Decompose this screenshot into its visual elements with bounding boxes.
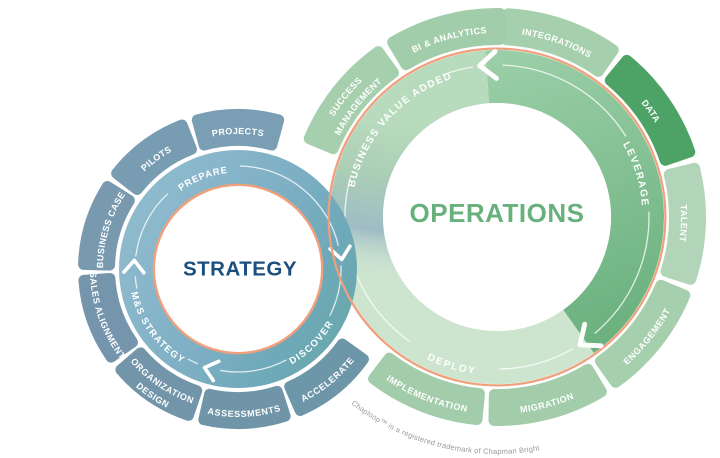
strategy-segment-business-case [78,181,135,271]
ring-accent-line [502,64,627,137]
ring-accent-line [187,358,199,365]
ring-accent-line [594,211,650,334]
operations-segment-integrations [501,8,619,77]
ring-accent-line [135,193,169,257]
operations-loop: BUSINESS VALUE ADDEDLEVERAGEDEPLOYINTEGR… [303,8,706,426]
ring-accent-line [239,165,339,246]
flow-chevron-icon [202,359,221,383]
strategy-segment-accelerate [284,338,369,416]
ring-accent-line [442,66,474,76]
operations-segment-implementation [368,352,486,426]
strategy-segment-pilots [111,119,197,195]
flow-chevron-icon [328,244,352,262]
strategy-segment-sales-alignment [78,272,138,363]
strategy-hub [152,183,324,355]
operations-accent-ring-overlap [327,124,379,337]
ring-accent-line [219,359,287,373]
strategy-segment-label-projects: PROJECTS [211,126,265,138]
operations-segment-migration [488,363,607,426]
operations-segment-label-talent: TALENT [677,204,689,243]
flow-chevron-icon [477,48,499,81]
operations-segment-success-management [303,46,400,155]
strategy-title: STRATEGY [183,258,297,281]
ring-accent-line [329,265,342,317]
flow-chevron-icon [122,258,146,275]
operations-phase-arc [329,50,490,301]
ring-accent-line [499,348,574,370]
strategy-segment-assessments [198,385,291,429]
operations-segment-bi-analytics [387,8,506,71]
operations-segment-engagement [594,279,691,388]
operations-segment-data [604,54,696,166]
strategy-segment-organization-design [115,347,203,421]
operations-hub [383,103,611,331]
operations-title: OPERATIONS [410,198,585,228]
ring-accent-line [134,276,138,289]
operations-segment-talent [660,162,706,285]
flow-chevron-icon [577,321,604,349]
operations-phase-arc [330,217,594,385]
strategy-segment-projects [191,109,285,151]
overlap-accents [327,124,379,337]
